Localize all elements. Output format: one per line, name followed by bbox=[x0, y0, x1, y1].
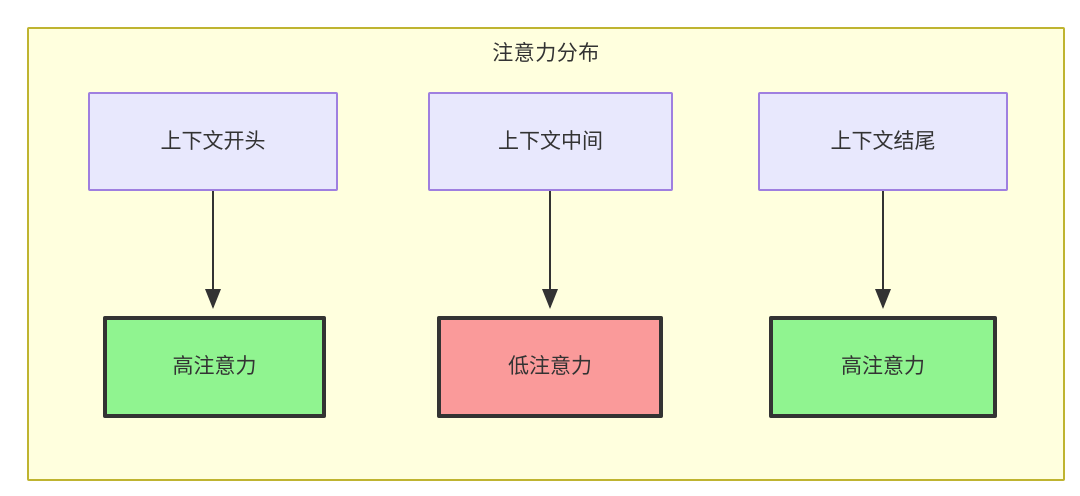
node-context-middle[interactable]: 上下文中间 bbox=[428, 92, 673, 191]
node-label: 低注意力 bbox=[508, 355, 592, 378]
node-low-attention-middle[interactable]: 低注意力 bbox=[437, 316, 663, 418]
node-high-attention-end[interactable]: 高注意力 bbox=[769, 316, 997, 418]
node-context-end[interactable]: 上下文结尾 bbox=[758, 92, 1008, 191]
node-label: 上下文结尾 bbox=[830, 129, 936, 153]
node-label: 高注意力 bbox=[172, 355, 257, 378]
node-high-attention-start[interactable]: 高注意力 bbox=[103, 316, 326, 418]
diagram-title: 注意力分布 bbox=[492, 42, 600, 65]
node-label: 高注意力 bbox=[841, 355, 925, 378]
node-label: 上下文中间 bbox=[498, 129, 603, 153]
node-label: 上下文开头 bbox=[160, 129, 266, 153]
node-context-start[interactable]: 上下文开头 bbox=[88, 92, 338, 191]
